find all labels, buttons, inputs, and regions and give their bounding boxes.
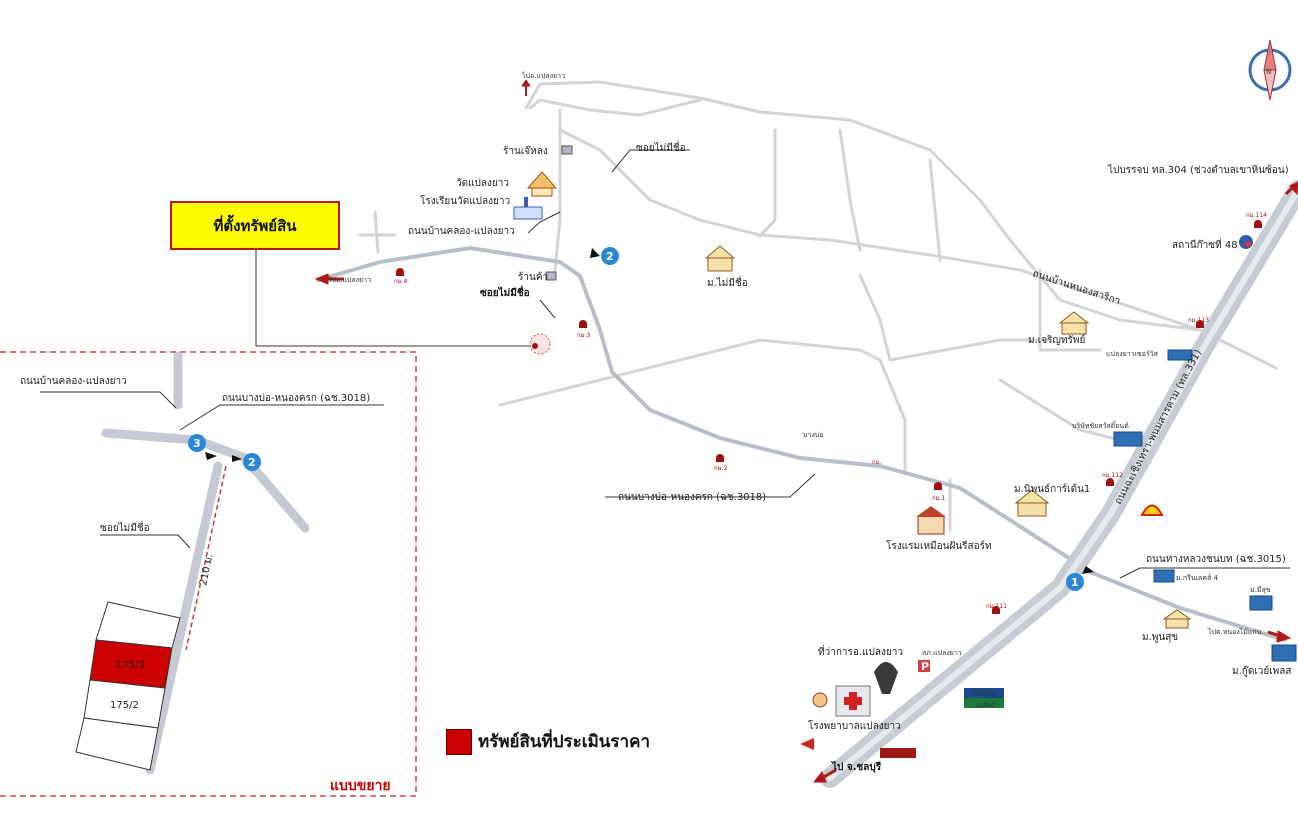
legend: ทรัพย์สินที่ประเมินราคา <box>446 728 650 755</box>
label-to-plaengyao-n: ไปอ.แปลงยาว <box>521 71 565 80</box>
label-lotus: Lotus <box>976 701 995 709</box>
label-road-nongsarika: ถนนบ้านหนองสาริกา <box>1031 267 1122 307</box>
marker-1: 1 <box>1066 566 1094 591</box>
yamaha-icon <box>880 748 916 758</box>
school-icon <box>513 197 543 220</box>
label-km1: กม.1 <box>932 495 945 502</box>
label-km114: กม.114 <box>1246 212 1267 219</box>
gas-station-icon <box>1239 235 1253 249</box>
label-to-nongmaikaen: ไปต.หนองไม้แก่น <box>1207 627 1262 636</box>
temple-icon <box>526 171 558 197</box>
label-road-bangbo: ถนนบางบ่อ-หนองครก (ฉช.3018) <box>618 492 766 503</box>
legend-label: ทรัพย์สินที่ประเมินราคา <box>478 732 650 752</box>
plot-parcels <box>75 601 181 771</box>
label-to-phanomsarakham: ไปบรรจบ ทล.304 (ช่วงตำบลเขาหินซ้อน) <box>1107 164 1289 176</box>
village-house-icon <box>704 245 1192 629</box>
inset-label-road-baanklong: ถนนบ้านคลอง-แปลงยาว <box>20 375 127 387</box>
property-location-title: ที่ตั้งทรัพย์สิน <box>170 201 340 250</box>
property-location-dot <box>532 343 538 349</box>
leader-line <box>255 250 535 347</box>
north-arrow-icon: N <box>1248 39 1292 101</box>
label-km111: กม.111 <box>986 603 1007 610</box>
inset-panel <box>0 351 417 797</box>
label-plaengyao-sorvis: แปลงยาวเซอร์วิส <box>1106 350 1159 358</box>
label-hotel: โรงแรมเหมือนฝันรีสอร์ท <box>886 539 992 552</box>
label-km-road: กม. <box>872 459 882 466</box>
inset-label-soi: ซอยไม่มีชื่อ <box>100 520 150 534</box>
label-wat: วัดแปลงยาว <box>456 178 509 189</box>
svg-text:N: N <box>1266 68 1271 76</box>
label-company: บริษัทชัยสวัสดิ์ยนต์ <box>1072 420 1129 430</box>
child-emblem-icon <box>812 692 828 708</box>
label-moo-charoen: ม.เจริญทรัพย์ <box>1028 334 1085 346</box>
label-soi-2: ซอยไม่มีชื่อ <box>480 285 530 299</box>
label-moo-misuk: ม.มีสุข <box>1250 586 1271 594</box>
label-hospital: โรงพยาบาลแปลงยาว <box>808 719 901 732</box>
hotel-icon <box>916 506 946 535</box>
label-district-office: ที่ว่าการอ.แปลงยาว <box>818 644 903 658</box>
label-moo-green4: ม.กรีนเลคส์ 4 <box>1176 574 1218 582</box>
inset-label-road-bangbo: ถนนบางบ่อ-หนองครก (ฉช.3018) <box>222 393 370 404</box>
tesco-lotus-icon <box>964 688 1004 708</box>
highway-331 <box>820 180 1298 788</box>
label-km112: กม.112 <box>1102 472 1123 479</box>
label-moo-goodway: ม.กู๊ดเวย์เพลส <box>1232 665 1291 677</box>
label-to-chonburi: ไป จ.ชลบุรี <box>831 760 882 773</box>
hospital-icon <box>835 685 871 717</box>
label-police: สภ.แปลงยาว <box>922 649 962 657</box>
police-icon: P <box>918 660 930 673</box>
label-km3: กม.3 <box>577 332 590 339</box>
label-shop-2: ร้านค้า <box>518 271 548 283</box>
honda-icon <box>800 738 814 750</box>
label-gas-station: สถานีก๊าซที่ 48 <box>1172 237 1238 251</box>
marker-2: 2 <box>590 247 619 265</box>
label-moo-nimit: ม.นิพนธ์การ์เด้น1 <box>1014 483 1090 495</box>
label-school: โรงเรียนวัดแปลงยาว <box>420 194 510 207</box>
label-leaders <box>527 149 1290 579</box>
label-moo-poonsuk: ม.พูนสุข <box>1142 632 1178 643</box>
svg-text:2: 2 <box>606 250 614 263</box>
svg-text:1: 1 <box>1071 576 1079 589</box>
label-to-plaengyao-w: ไปอ.แปลงยาว <box>327 275 371 284</box>
legend-swatch <box>446 728 472 755</box>
label-shop-ji: ร้านเจ๊หลง <box>503 145 548 157</box>
inset-marker-2: 2 <box>248 456 256 469</box>
plot-label-highlight: 175/3 <box>116 660 145 671</box>
road-3018 <box>316 246 1287 642</box>
label-road-thanglaung: ถนนทางหลวงชนบท (ฉช.3015) <box>1146 554 1286 565</box>
label-km113: กม.113 <box>1188 317 1209 324</box>
label-tesco: TESCO <box>971 690 996 698</box>
shop-icon <box>545 145 573 281</box>
inset-marker-3: 3 <box>193 437 201 450</box>
garuda-emblem-icon <box>874 662 898 694</box>
label-km2: กม.2 <box>714 465 727 472</box>
label-bangbo: บางบ่อ <box>803 431 823 439</box>
plot-label-other: 175/2 <box>110 700 139 711</box>
svg-text:P: P <box>921 660 929 673</box>
inset-caption: แบบขยาย <box>330 778 391 794</box>
label-moo-maimichue: ม.ไม่มีชื่อ <box>707 275 748 289</box>
factory-icon <box>1113 349 1297 662</box>
label-road-baanklong: ถนนบ้านคลอง-แปลงยาว <box>408 225 515 237</box>
km-post-markers <box>396 220 1262 614</box>
shell-icon <box>1140 504 1164 516</box>
label-km4: กม.4 <box>394 278 407 285</box>
label-soi-1: ซอยไม่มีชื่อ <box>636 140 686 154</box>
